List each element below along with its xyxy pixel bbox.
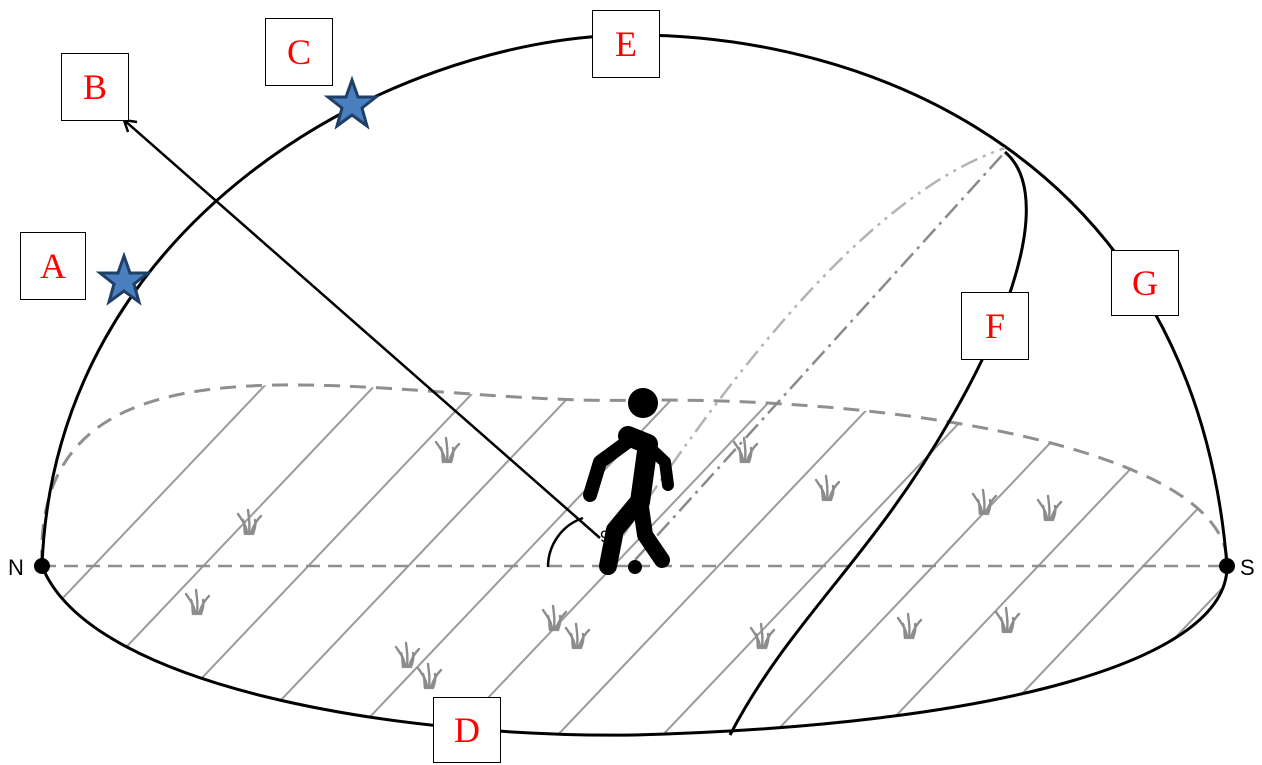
label-f: F [961, 292, 1029, 360]
horizon-near-edge [40, 565, 1229, 737]
horizon-far-edge [40, 383, 1229, 567]
celestial-equator-front [728, 150, 1028, 736]
direction-arrow [123, 119, 601, 539]
north-point [34, 558, 50, 574]
star-icon [95, 251, 153, 306]
label-d: D [433, 697, 501, 763]
observer-point [628, 560, 642, 574]
angle-arc [546, 516, 584, 568]
celestial-equator-back [598, 146, 1006, 571]
label-e: E [592, 10, 660, 78]
star-icon [323, 75, 381, 130]
north-label: N [8, 555, 24, 580]
walking-person-icon [583, 388, 674, 575]
polar-axis [634, 151, 1006, 561]
label-g: G [1111, 250, 1179, 316]
grass-icon [184, 436, 1063, 690]
label-c: C [265, 18, 333, 86]
south-label: S [1240, 555, 1255, 580]
south-point [1219, 558, 1235, 574]
angle-label: 90 [600, 527, 619, 546]
label-b: B [61, 53, 129, 121]
label-a: A [20, 232, 86, 300]
